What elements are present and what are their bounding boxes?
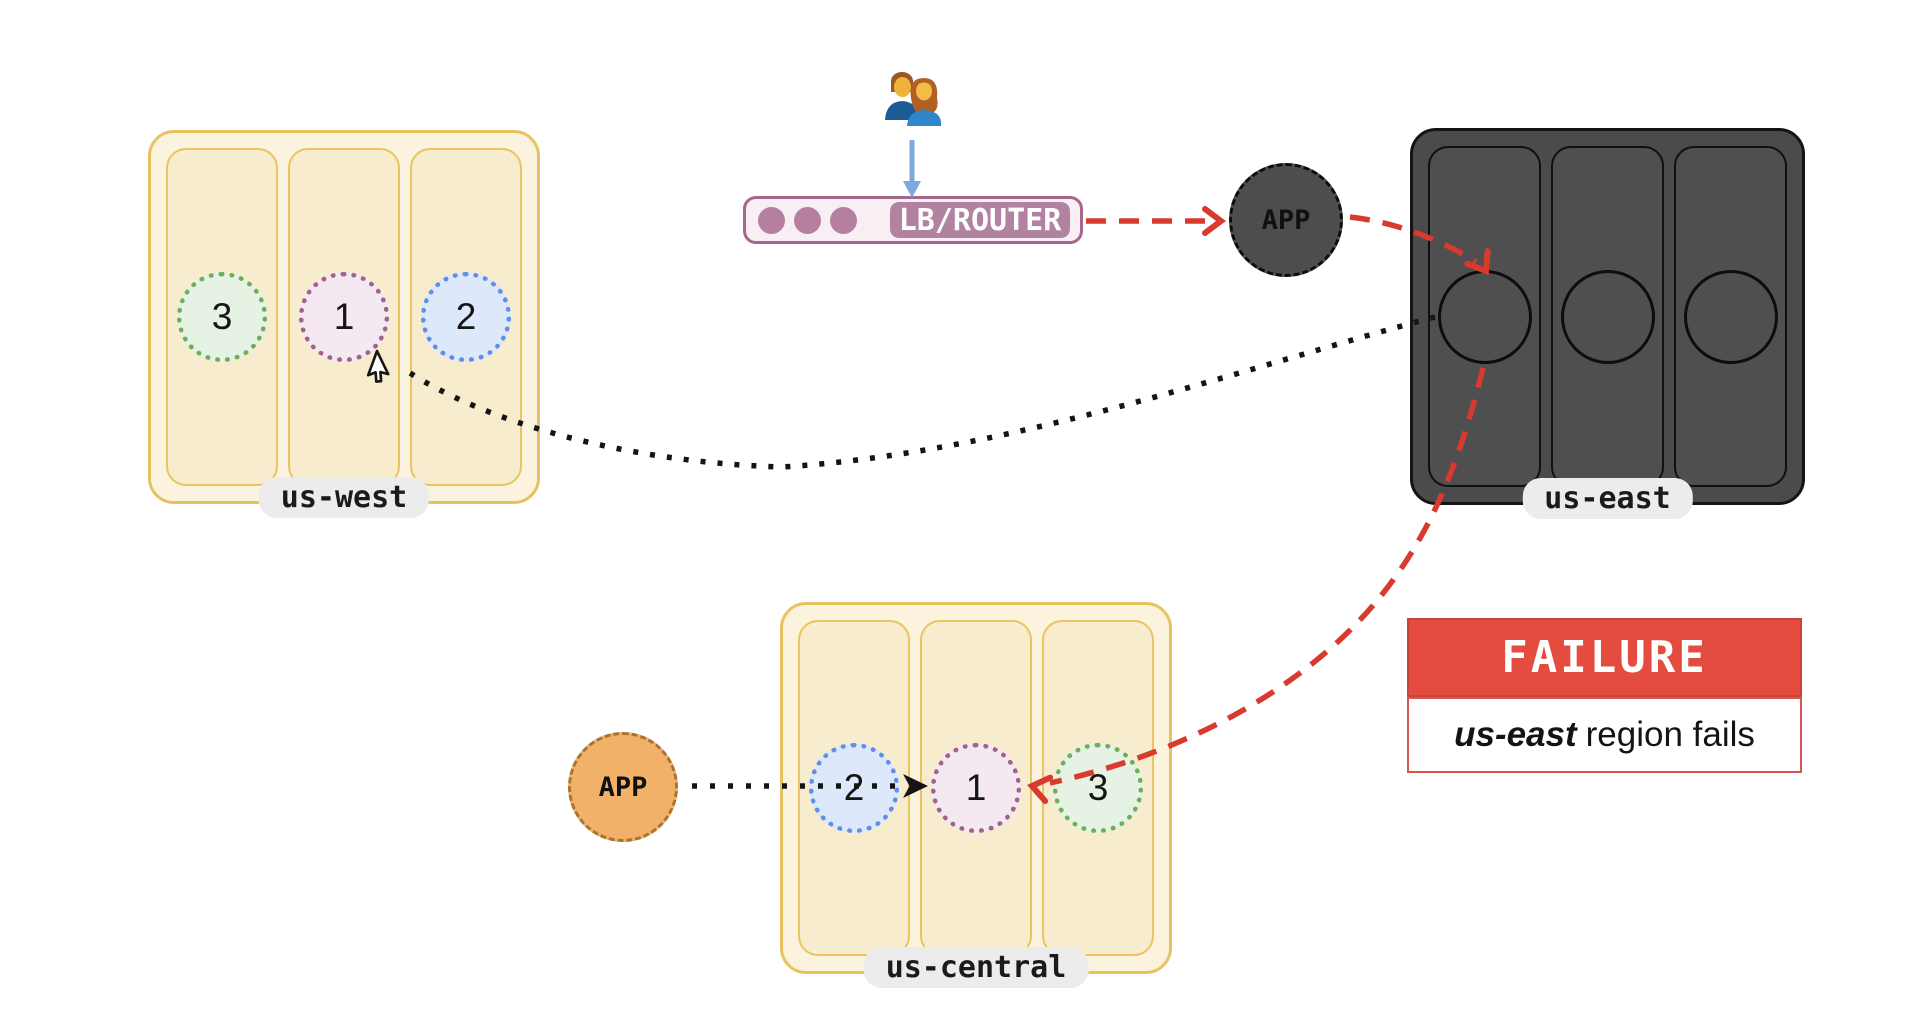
load-balancer: LB/ROUTER	[743, 196, 1083, 244]
db-node-failed	[1683, 269, 1778, 364]
db-node-3: 3	[177, 272, 267, 362]
lb-router-badge: LB/ROUTER	[890, 202, 1070, 238]
node-number: 3	[1087, 767, 1109, 808]
db-node-1: 1	[299, 272, 389, 362]
zone	[1551, 146, 1664, 487]
lb-dot-icon	[758, 206, 785, 234]
db-node-3: 3	[1053, 743, 1143, 833]
db-node-1: 1	[931, 743, 1021, 833]
db-node-failed	[1560, 269, 1655, 364]
zone: 2	[410, 148, 522, 486]
lb-to-app-red-arrow	[1086, 206, 1226, 236]
zone: 2	[798, 620, 910, 956]
node-number: 2	[455, 296, 477, 337]
zone	[1674, 146, 1787, 487]
app-node-east: APP	[1229, 163, 1343, 277]
us-east-to-us-west-dotted-line	[408, 314, 1436, 470]
failure-region-name: us-east	[1454, 715, 1577, 754]
node-number: 1	[965, 767, 987, 808]
node-number: 1	[333, 296, 355, 337]
failure-banner: FAILURE	[1407, 618, 1802, 697]
app-label: APP	[598, 771, 648, 803]
failure-text: region fails	[1585, 715, 1755, 754]
users-to-lb-arrow	[903, 140, 921, 198]
region-us-central: 2 1 3 us-central	[780, 602, 1172, 988]
app-label: APP	[1261, 204, 1311, 236]
zone: 3	[1042, 620, 1154, 956]
app-node-central: APP	[568, 732, 678, 842]
region-label-us-east: us-east	[1522, 478, 1693, 519]
failure-description: us-east region fails	[1407, 697, 1802, 773]
zone: 1	[288, 148, 400, 486]
zone	[1428, 146, 1541, 487]
db-node-2: 2	[809, 743, 899, 833]
region-us-east: us-east	[1410, 128, 1805, 519]
zone: 3	[166, 148, 278, 486]
zone: 1	[920, 620, 1032, 956]
region-label-us-central: us-central	[863, 947, 1089, 988]
lb-dot-icon	[794, 206, 821, 234]
region-us-west: 3 1 2 us-west	[148, 130, 540, 518]
lb-dot-icon	[830, 206, 857, 234]
node-number: 3	[211, 296, 233, 337]
region-label-us-west: us-west	[258, 477, 430, 518]
node-number: 2	[843, 767, 865, 808]
db-node-2: 2	[421, 272, 511, 362]
db-node-failed	[1437, 269, 1532, 364]
users-icon	[885, 72, 941, 126]
